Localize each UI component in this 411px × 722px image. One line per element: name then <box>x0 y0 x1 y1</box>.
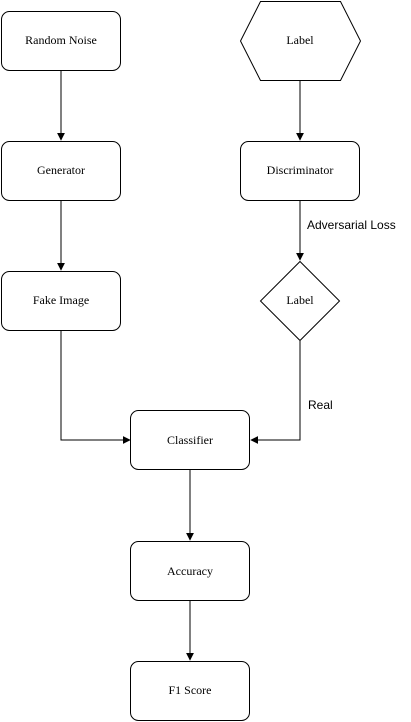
node-accuracy: Accuracy <box>130 541 250 601</box>
node-classifier: Classifier <box>130 410 250 470</box>
node-generator: Generator <box>1 141 121 201</box>
edge-label-real: Real <box>308 398 333 412</box>
node-generator-label: Generator <box>37 163 85 177</box>
node-label-decision-text: Label <box>286 293 314 307</box>
node-classifier-label: Classifier <box>167 433 213 447</box>
edge-label-decision-to-classifier <box>250 341 301 444</box>
edge-fake-image-to-classifier <box>60 331 131 444</box>
node-label-decision: Label <box>259 260 341 342</box>
node-accuracy-label: Accuracy <box>167 564 213 578</box>
node-random-noise: Random Noise <box>1 11 121 71</box>
node-discriminator: Discriminator <box>240 141 360 201</box>
edge-label-adversarial-loss: Adversarial Loss <box>307 218 396 232</box>
node-f1-score: F1 Score <box>130 661 250 721</box>
node-discriminator-label: Discriminator <box>267 163 334 177</box>
node-random-noise-label: Random Noise <box>25 33 97 47</box>
node-f1-score-label: F1 Score <box>169 683 212 697</box>
node-fake-image-label: Fake Image <box>33 293 89 307</box>
edges <box>57 71 304 661</box>
node-label-hexagon-text: Label <box>286 33 314 47</box>
node-fake-image: Fake Image <box>1 271 121 331</box>
node-label-hexagon: Label <box>239 1 362 81</box>
